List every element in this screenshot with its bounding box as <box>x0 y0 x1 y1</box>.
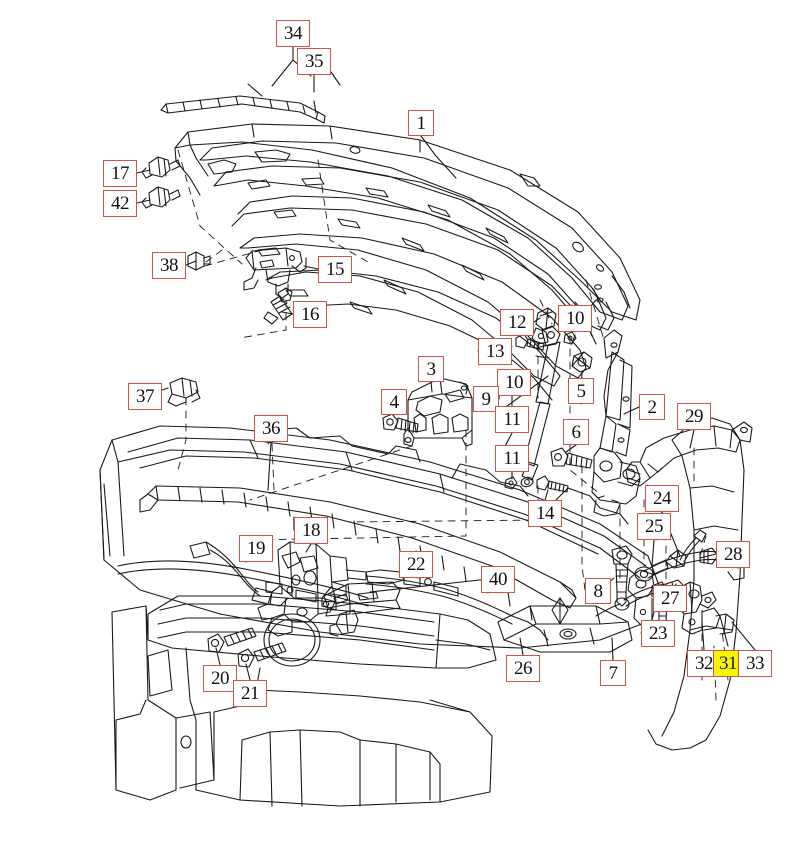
callout-17[interactable]: 17 <box>103 160 137 187</box>
callout-7[interactable]: 7 <box>600 660 626 686</box>
screw-21 <box>237 642 287 668</box>
hood-seal-strip <box>160 95 326 124</box>
clip-26 <box>329 609 359 637</box>
callout-25[interactable]: 25 <box>637 513 671 540</box>
clip-17 <box>141 156 181 179</box>
callout-28[interactable]: 28 <box>716 541 750 568</box>
callout-24[interactable]: 24 <box>645 485 679 512</box>
bolt-6 <box>550 447 593 469</box>
callout-10[interactable]: 10 <box>497 369 531 396</box>
callout-8[interactable]: 8 <box>585 578 611 604</box>
callout-36[interactable]: 36 <box>254 415 288 442</box>
hood-release-cable-22 <box>117 560 549 641</box>
bolt-4 <box>382 413 419 434</box>
callout-16[interactable]: 16 <box>293 301 327 328</box>
callout-35[interactable]: 35 <box>297 48 331 75</box>
callout-10[interactable]: 10 <box>558 305 592 332</box>
bracket-12 <box>531 307 557 345</box>
bracket-3 <box>403 377 473 447</box>
hood-hinge-2 <box>591 329 641 517</box>
callout-38[interactable]: 38 <box>152 252 186 279</box>
callout-11[interactable]: 11 <box>495 445 529 472</box>
bracket-40 <box>323 581 401 617</box>
callout-19[interactable]: 19 <box>239 535 273 562</box>
callout-18[interactable]: 18 <box>294 517 328 544</box>
clip-37 <box>167 377 201 407</box>
callout-22[interactable]: 22 <box>399 551 433 578</box>
callout-34[interactable]: 34 <box>276 20 310 47</box>
hood-stiffener-ribs <box>239 233 587 401</box>
callout-20[interactable]: 20 <box>203 665 237 692</box>
hood-hinge-cutouts <box>207 146 605 272</box>
callout-27[interactable]: 27 <box>653 585 687 612</box>
bolt-14 <box>536 475 569 493</box>
fender-panel-29 <box>647 417 745 751</box>
callout-1[interactable]: 1 <box>408 110 434 136</box>
callout-6[interactable]: 6 <box>563 419 589 445</box>
screw-20 <box>207 627 257 653</box>
callout-5[interactable]: 5 <box>568 378 594 404</box>
callout-3[interactable]: 3 <box>418 356 444 382</box>
hood-latch-striker-15 <box>243 247 307 299</box>
latch-trim-7 <box>497 597 633 653</box>
callout-33[interactable]: 33 <box>738 650 772 677</box>
hood-dimple-slots <box>247 177 509 315</box>
callout-14[interactable]: 14 <box>528 500 562 527</box>
callout-4[interactable]: 4 <box>381 389 407 415</box>
callout-13[interactable]: 13 <box>478 338 512 365</box>
callout-2[interactable]: 2 <box>639 394 665 420</box>
callout-21[interactable]: 21 <box>233 680 267 707</box>
callout-9[interactable]: 9 <box>473 386 499 412</box>
nut-5 <box>571 351 593 373</box>
callout-23[interactable]: 23 <box>641 620 675 647</box>
hinge-arm-29 <box>625 421 753 487</box>
callout-42[interactable]: 42 <box>103 190 137 217</box>
callout-40[interactable]: 40 <box>481 566 515 593</box>
cowl-seal-36 <box>139 485 577 621</box>
callout-29[interactable]: 29 <box>677 403 711 430</box>
front-grille-panel <box>147 595 497 669</box>
callout-37[interactable]: 37 <box>128 383 162 410</box>
cowl-upper-panel <box>127 427 647 567</box>
hood-panel-outer <box>174 123 641 321</box>
callout-11[interactable]: 11 <box>495 406 529 433</box>
clip-42 <box>141 186 181 209</box>
callout-26[interactable]: 26 <box>506 655 540 682</box>
callout-12[interactable]: 12 <box>500 309 534 336</box>
callout-15[interactable]: 15 <box>318 256 352 283</box>
